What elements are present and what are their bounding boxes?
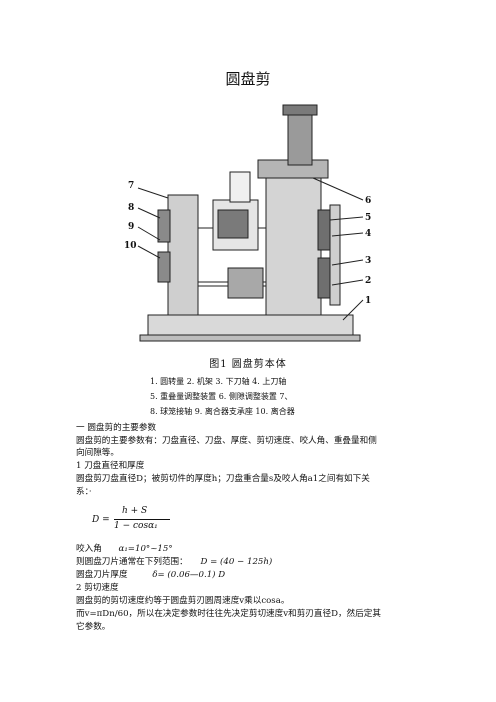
- legend-line-2: 5. 重叠量调整装置 6. 侧隙调整装置 7、: [150, 392, 293, 401]
- label-5: 5: [365, 213, 371, 223]
- figure-caption: 图1 圆盘剪本体: [209, 359, 287, 370]
- machine-base: [147, 314, 354, 338]
- bite-angle-value: α₁=10°~15°: [118, 544, 173, 554]
- top-motor: [287, 109, 313, 166]
- formula-denominator: 1 − cosα₁: [114, 521, 158, 531]
- label-9: 9: [128, 222, 134, 232]
- subsection-2-paragraph-2: 而v=πDn/60，所以在决定参数时往往先决定剪切速度v和剪刃直径D，然后定其: [76, 609, 381, 619]
- range-line: 则圆盘刀片通常在下列范围： D = (40 − 125h): [76, 556, 272, 568]
- disc-shear-drawing: 7 8 9 10 6 5 4 3 2 1: [124, 104, 371, 342]
- formula-numerator: h + S: [122, 506, 148, 516]
- subsection-2-paragraph-2-cont: 它参数。: [76, 622, 111, 632]
- label-7: 7: [128, 181, 134, 191]
- thickness-value: δ= (0.06—0.1) D: [152, 570, 226, 580]
- subsection-2-paragraph: 圆盘剪的剪切速度约等于圆盘剪刃圆周速度v乘以cosa。: [76, 596, 290, 606]
- bite-angle-label: 咬入角: [76, 544, 102, 554]
- subsection-1-paragraph-cont: 系：·: [76, 487, 92, 497]
- label-2: 2: [365, 276, 371, 286]
- thickness-line: 圆盘刀片厚度 δ= (0.06—0.1) D: [76, 569, 225, 581]
- legend-line-3: 8. 球笼接轴 9. 离合器支承座 10. 离合器: [150, 407, 295, 416]
- section-1-paragraph: 圆盘剪的主要参数有：刀盘直径、刀盘、厚度、剪切速度、咬人角、重叠量和侧: [76, 436, 377, 446]
- subsection-1-heading: 1 刀盘直径和厚度: [76, 461, 145, 471]
- label-10: 10: [124, 241, 137, 251]
- label-3: 3: [365, 256, 371, 266]
- label-6: 6: [365, 196, 371, 206]
- subsection-2-heading: 2 剪切速度: [76, 583, 119, 593]
- fraction-bar: [114, 519, 170, 520]
- label-8: 8: [128, 203, 134, 213]
- page-title: 圆盘剪: [225, 70, 271, 88]
- section-1-heading: 一 圆盘剪的主要参数: [76, 423, 157, 433]
- subsection-1-paragraph: 圆盘剪刀盘直径D；被剪切件的厚度h；刀盘重合量s及咬人角a1之间有如下关: [76, 474, 370, 484]
- range-value: D = (40 − 125h): [200, 557, 273, 567]
- left-stand: [167, 194, 199, 316]
- bite-angle-line: 咬入角 α₁=10°~15°: [76, 543, 173, 555]
- label-1: 1: [365, 296, 371, 306]
- diameter-formula: D = h + S 1 − cosα₁: [92, 506, 172, 534]
- formula-lhs: D =: [92, 515, 110, 525]
- label-4: 4: [365, 229, 371, 239]
- legend-line-1: 1. 圆转量 2. 机架 3. 下刀轴 4. 上刀轴: [150, 377, 287, 386]
- thickness-label: 圆盘刀片厚度: [76, 570, 128, 580]
- right-stand: [265, 169, 322, 316]
- range-label: 则圆盘刀片通常在下列范围：: [76, 557, 188, 567]
- section-1-paragraph-cont: 向间隙等。: [76, 448, 119, 458]
